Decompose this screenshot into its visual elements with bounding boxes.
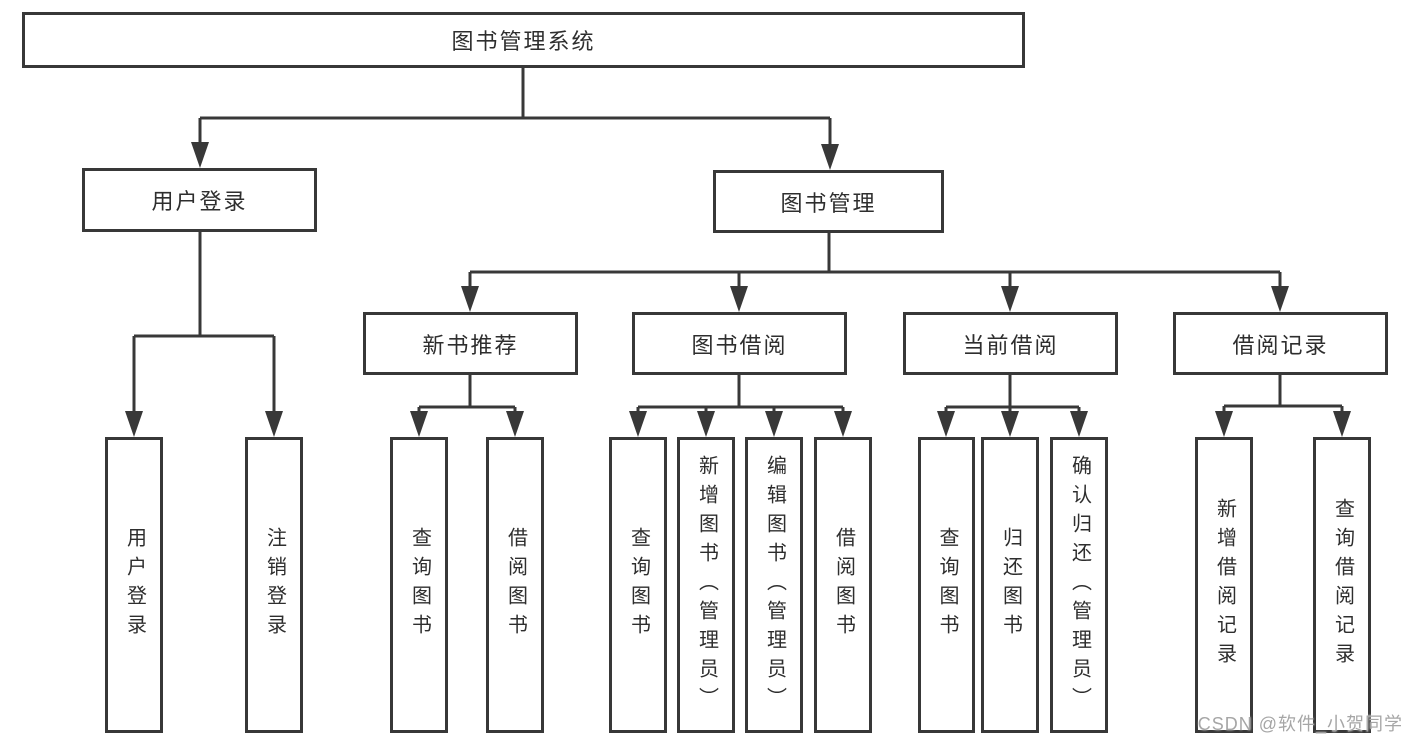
node-root-system: 图书管理系统 — [22, 12, 1025, 68]
leaf-records-query-record: 查询借阅记录 — [1313, 437, 1371, 733]
leaf-borrow-query-books: 查询图书 — [609, 437, 667, 733]
node-new-book-recommend: 新书推荐 — [363, 312, 578, 375]
arrowhead — [1070, 411, 1088, 437]
node-user-login: 用户登录 — [82, 168, 317, 232]
connector-currentborrow-to-leaves — [944, 375, 1081, 413]
node-book-management: 图书管理 — [713, 170, 944, 233]
leaf-borrow-borrow-books: 借阅图书 — [814, 437, 872, 733]
leaf-label: 借阅图书 — [504, 527, 527, 643]
leaf-label: 查询图书 — [408, 527, 431, 643]
node-label: 新书推荐 — [422, 332, 519, 358]
arrowhead — [629, 411, 647, 437]
leaf-label: 查询图书 — [627, 527, 650, 643]
arrowhead — [191, 142, 209, 168]
connector-bookborrow-to-leaves — [636, 375, 845, 413]
arrowhead — [1001, 286, 1019, 312]
arrowhead — [410, 411, 428, 437]
leaf-records-add-record: 新增借阅记录 — [1195, 437, 1253, 733]
arrowhead — [125, 411, 143, 437]
leaf-logout: 注销登录 — [245, 437, 303, 733]
leaf-borrow-edit-books-admin: 编辑图书（管理员） — [745, 437, 803, 733]
leaf-label: 编辑图书（管理员） — [763, 454, 786, 716]
arrowhead — [265, 411, 283, 437]
arrowhead — [506, 411, 524, 437]
node-borrow-records: 借阅记录 — [1173, 312, 1388, 375]
leaf-user-login: 用户登录 — [105, 437, 163, 733]
connector-root-to-level2 — [198, 68, 832, 146]
leaf-current-confirm-return-admin: 确认归还（管理员） — [1050, 437, 1108, 733]
arrowhead — [697, 411, 715, 437]
arrowhead — [821, 144, 839, 170]
node-label: 图书管理 — [780, 190, 877, 216]
connector-records-to-leaves — [1222, 375, 1344, 413]
node-label: 用户登录 — [151, 189, 248, 214]
arrowhead — [1001, 411, 1019, 437]
leaf-label: 借阅图书 — [832, 527, 855, 643]
node-label: 图书借阅 — [691, 332, 788, 358]
leaf-label: 查询图书 — [936, 527, 958, 643]
leaf-label: 归还图书 — [999, 527, 1022, 643]
node-label: 借阅记录 — [1232, 332, 1329, 358]
leaf-label: 新增借阅记录 — [1213, 498, 1236, 672]
arrowhead — [1333, 411, 1351, 437]
leaf-newbook-borrow-books: 借阅图书 — [486, 437, 544, 733]
csdn-watermark: CSDN @软件_小贺同学 — [1197, 714, 1403, 734]
connector-bookmgmt-to-level3 — [468, 233, 1282, 288]
leaf-label: 确认归还（管理员） — [1068, 454, 1091, 716]
leaf-label: 查询借阅记录 — [1331, 498, 1354, 672]
leaf-label: 注销登录 — [263, 527, 286, 643]
node-book-borrow: 图书借阅 — [632, 312, 847, 375]
arrowheads — [125, 142, 1351, 437]
node-current-borrow: 当前借阅 — [903, 312, 1118, 375]
leaf-label: 用户登录 — [123, 527, 146, 643]
arrowhead — [461, 286, 479, 312]
leaf-current-query-books: 查询图书 — [918, 437, 975, 733]
node-label: 图书管理系统 — [451, 29, 596, 54]
arrowhead — [834, 411, 852, 437]
leaf-newbook-query-books: 查询图书 — [390, 437, 448, 733]
arrowhead — [1215, 411, 1233, 437]
arrowhead — [730, 286, 748, 312]
leaf-label: 新增图书（管理员） — [695, 454, 718, 716]
leaf-borrow-add-books-admin: 新增图书（管理员） — [677, 437, 735, 733]
arrowhead — [1271, 286, 1289, 312]
leaf-current-return-books: 归还图书 — [981, 437, 1039, 733]
arrowhead — [765, 411, 783, 437]
node-label: 当前借阅 — [962, 332, 1059, 358]
arrowhead — [937, 411, 955, 437]
connector-userlogin-to-leaves — [132, 232, 276, 413]
connector-newbook-to-leaves — [417, 375, 517, 413]
